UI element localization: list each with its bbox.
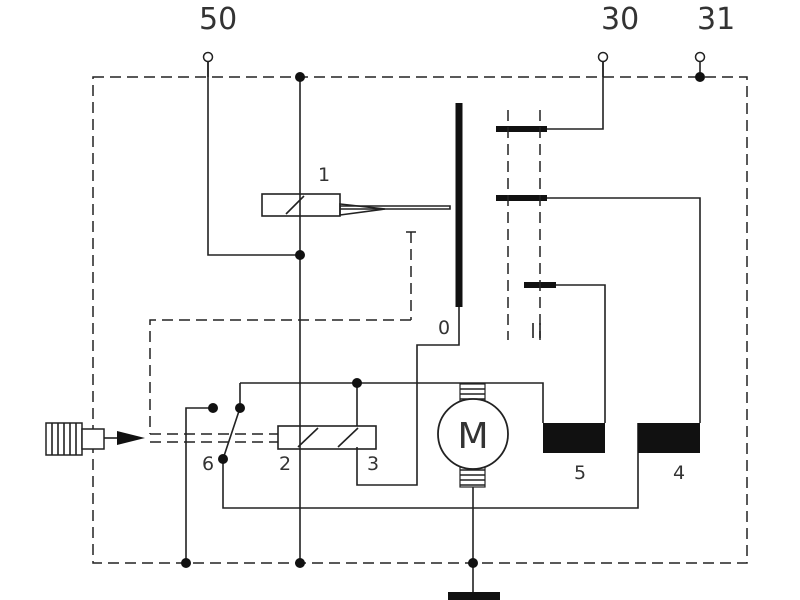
node-label-0: 0 <box>438 317 450 339</box>
node-label-4: 4 <box>673 462 685 484</box>
wire-50 <box>207 62 300 256</box>
housing-boundary <box>92 76 748 564</box>
terminal-block-5 <box>543 423 605 453</box>
junction-dot <box>295 72 305 82</box>
node-label-2: 2 <box>279 453 291 475</box>
terminal-30-connector <box>597 51 609 63</box>
terminal-50-connector <box>202 51 214 63</box>
junction-dot <box>235 403 245 413</box>
wiper-motor <box>437 383 509 488</box>
node-label-5: 5 <box>574 462 586 484</box>
node-label-3: 3 <box>367 453 379 475</box>
junction-dot <box>468 558 478 568</box>
junction-dot <box>295 558 305 568</box>
terminal-31-connector <box>694 51 706 63</box>
terminal-label-31: 31 <box>697 2 735 37</box>
wire-to-4 <box>547 197 701 423</box>
wire-30 <box>547 62 604 130</box>
node-label-1: 1 <box>318 164 330 186</box>
junction-dot <box>352 378 362 388</box>
terminal-label-50: 50 <box>199 2 237 37</box>
terminal-block-4 <box>638 423 700 453</box>
junction-dot <box>218 454 228 464</box>
relay-coil-2-3 <box>277 425 377 450</box>
ground-symbol <box>448 592 500 600</box>
terminal-label-30: 30 <box>601 2 639 37</box>
knob-pointer-arrow <box>117 431 145 445</box>
control-knob <box>45 422 118 456</box>
junction-dot <box>208 403 218 413</box>
node-label-6: 6 <box>202 453 214 475</box>
motor-label: M <box>457 416 488 457</box>
relay-coil-1 <box>261 193 341 217</box>
junction-dot <box>295 250 305 260</box>
wire-to-5 <box>556 284 606 423</box>
junction-dot <box>695 72 705 82</box>
junction-dot <box>181 558 191 568</box>
